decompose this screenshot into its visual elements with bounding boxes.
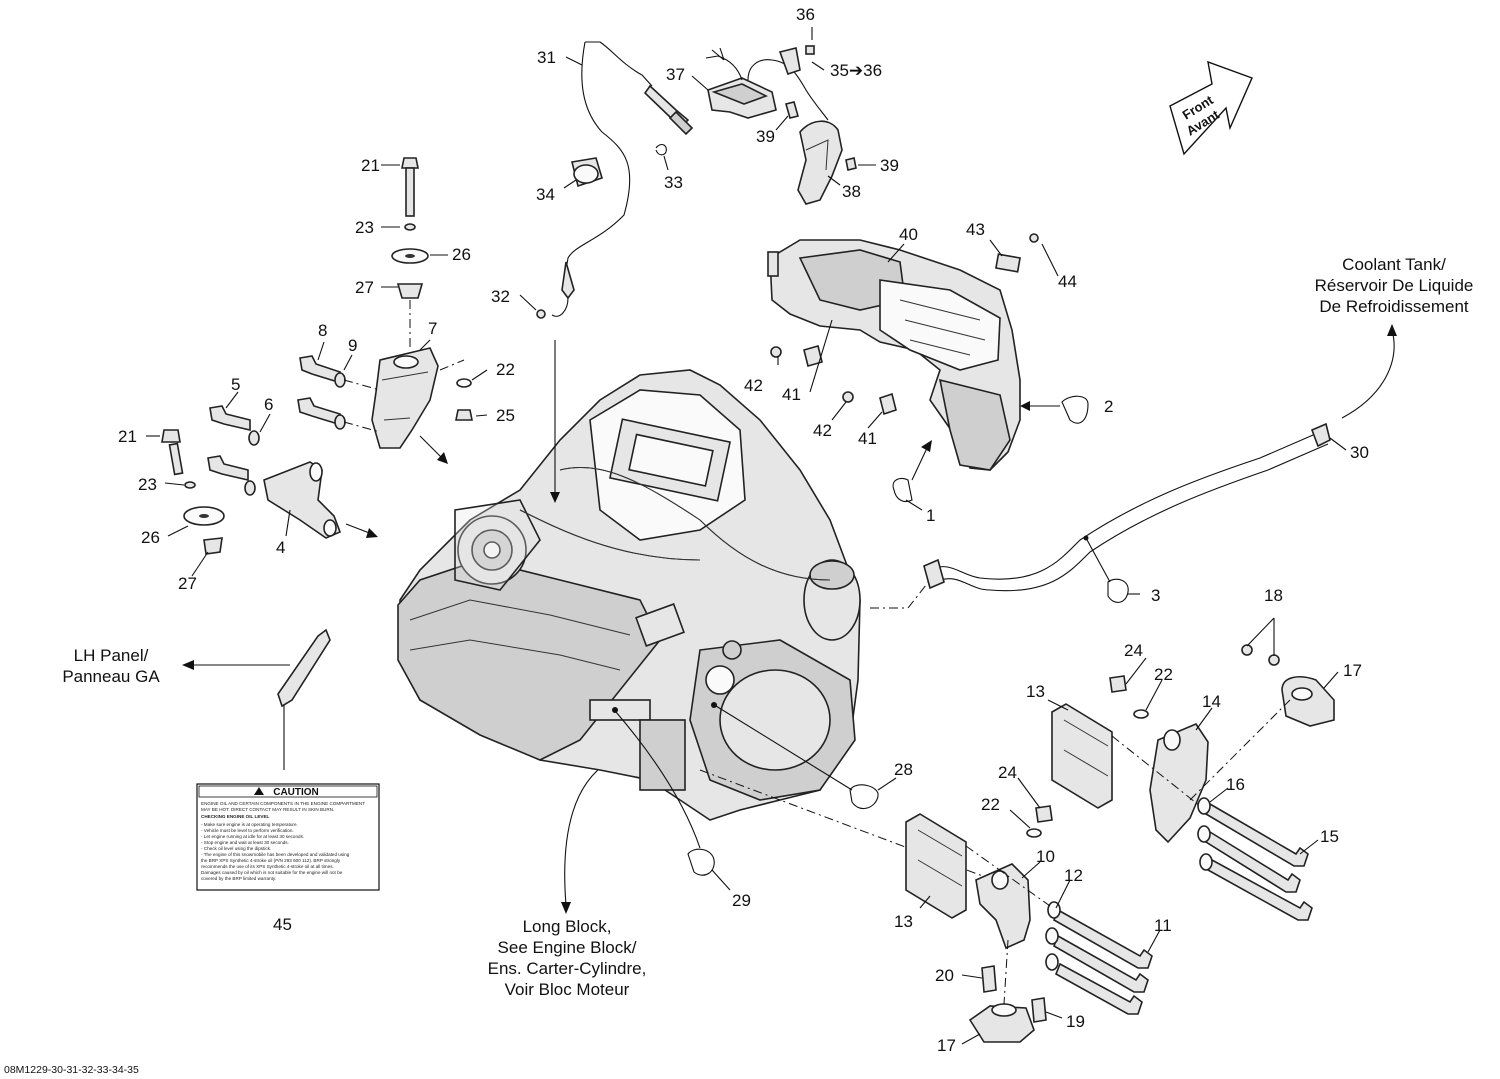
- callout-35-36: 35➔36: [830, 61, 882, 80]
- callout-19: 19: [1066, 1012, 1085, 1031]
- callout-29: 29: [732, 891, 751, 910]
- caution-line-10: the BRP XPS Synthetic 4-stroke oil (P/N …: [201, 858, 341, 863]
- callout-12: 12: [1064, 866, 1083, 885]
- callout-18: 18: [1264, 586, 1283, 605]
- callout-39-lower: 39: [880, 156, 899, 175]
- callout-37: 37: [666, 65, 685, 84]
- caution-line-7: - Stop engine and wait at least 30 secon…: [201, 840, 289, 845]
- callout-17-lower: 17: [937, 1036, 956, 1055]
- callout-13-lower: 13: [894, 912, 913, 931]
- callout-40: 40: [899, 225, 918, 244]
- callout-31: 31: [537, 48, 556, 67]
- caution-line-2: MAY BE HOT. DIRECT CONTACT MAY RESULT IN…: [201, 807, 334, 812]
- callout-23-upper: 23: [355, 218, 374, 237]
- caution-line-5: - Vehicle must be level to perform verif…: [201, 828, 294, 833]
- callout-4: 4: [276, 538, 285, 557]
- long-block-line-2: See Engine Block/: [498, 938, 637, 957]
- callout-42-lower: 42: [813, 421, 832, 440]
- callout-8: 8: [318, 321, 327, 340]
- callout-44: 44: [1058, 272, 1077, 291]
- caution-line-13: covered by the BRP limited warranty.: [201, 876, 276, 881]
- callout-22-lower: 22: [981, 795, 1000, 814]
- callout-33: 33: [664, 173, 683, 192]
- coolant-hose-group: [923, 422, 1331, 603]
- callout-13-upper: 13: [1026, 682, 1045, 701]
- caution-title: CAUTION: [273, 787, 319, 798]
- callout-11: 11: [1154, 916, 1172, 935]
- callout-36: 36: [796, 5, 815, 24]
- caution-line-6: - Let engine running at idle for at leas…: [201, 834, 304, 839]
- lh-panel-note: LH Panel/ Panneau GA: [62, 646, 290, 686]
- callout-21-upper: 21: [361, 156, 380, 175]
- callout-16: 16: [1226, 775, 1245, 794]
- callout-5: 5: [231, 375, 240, 394]
- lh-panel-line-2: Panneau GA: [62, 667, 160, 686]
- caution-line-1: ENGINE OIL AND CERTAIN COMPONENTS IN THE…: [201, 801, 365, 806]
- callout-22-left: 22: [496, 360, 515, 379]
- callout-7: 7: [428, 319, 437, 338]
- callout-10: 10: [1036, 847, 1055, 866]
- callout-2: 2: [1104, 397, 1113, 416]
- rear-bracket-group: [767, 233, 1089, 503]
- callout-27-upper: 27: [355, 278, 374, 297]
- callout-20: 20: [935, 966, 954, 985]
- callout-24-lower: 24: [998, 763, 1017, 782]
- callout-24-upper: 24: [1124, 641, 1143, 660]
- left-mount-group: [161, 157, 473, 555]
- callout-25: 25: [496, 406, 515, 425]
- callout-9: 9: [348, 336, 357, 355]
- coolant-tank-note: Coolant Tank/ Réservoir De Liquide De Re…: [1315, 255, 1474, 419]
- callout-15: 15: [1320, 827, 1339, 846]
- long-block-line-1: Long Block,: [523, 917, 612, 936]
- callout-41-upper: 41: [782, 385, 801, 404]
- caution-line-8: - Check oil level using the dipstick.: [201, 846, 271, 851]
- coolant-note-line-1: Coolant Tank/: [1342, 255, 1446, 274]
- callout-43: 43: [966, 220, 985, 239]
- callout-38: 38: [842, 182, 861, 201]
- caution-line-3: CHECKING ENGINE OIL LEVEL: [201, 814, 270, 819]
- lh-panel-strip: [277, 628, 331, 770]
- hose-clamps-lower: [612, 702, 879, 876]
- callout-23-lower: 23: [138, 475, 157, 494]
- callout-34: 34: [536, 185, 555, 204]
- coolant-note-line-2: Réservoir De Liquide: [1315, 276, 1474, 295]
- long-block-line-3: Ens. Carter-Cylindre,: [488, 959, 647, 978]
- caution-line-4: - Make sure engine is at operating tempe…: [201, 822, 298, 827]
- caution-label: CAUTION ENGINE OIL AND CERTAIN COMPONENT…: [196, 783, 380, 891]
- right-mount-group: [905, 617, 1335, 1043]
- callout-28: 28: [894, 760, 913, 779]
- callout-42-upper: 42: [744, 376, 763, 395]
- callout-21-lower: 21: [118, 427, 137, 446]
- callout-14: 14: [1202, 692, 1221, 711]
- callout-26-upper: 26: [452, 245, 471, 264]
- callout-3: 3: [1151, 586, 1160, 605]
- callout-39-upper: 39: [756, 127, 775, 146]
- long-block-note: Long Block, See Engine Block/ Ens. Carte…: [488, 759, 647, 999]
- coolant-note-line-3: De Refroidissement: [1319, 297, 1469, 316]
- callout-17-upper: 17: [1343, 661, 1362, 680]
- caution-line-9: - The engine of this snowmobile has been…: [201, 852, 350, 857]
- callout-6: 6: [264, 395, 273, 414]
- engine-assembly: [397, 369, 861, 821]
- caution-line-12: Damages caused by oil which is not suita…: [201, 870, 343, 875]
- oil-sensor-group: [536, 41, 694, 503]
- electronic-module-group: [705, 45, 857, 205]
- callout-41-lower: 41: [858, 429, 877, 448]
- callout-32: 32: [491, 287, 510, 306]
- callout-1: 1: [926, 506, 935, 525]
- front-direction-arrow: Front Avant: [1169, 60, 1253, 156]
- callouts: 21 23 26 27 8 9 7 22 25 5 6 21 23 26 4 2…: [118, 5, 1369, 1055]
- figure-reference: 08M1229-30-31-32-33-34-35: [4, 1064, 139, 1076]
- callout-26-lower: 26: [141, 528, 160, 547]
- long-block-line-4: Voir Bloc Moteur: [505, 980, 630, 999]
- callout-45: 45: [273, 915, 292, 934]
- caution-line-11: recommends the use of its XPS Synthetic …: [201, 864, 334, 869]
- lh-panel-line-1: LH Panel/: [74, 646, 149, 665]
- callout-30: 30: [1350, 443, 1369, 462]
- callout-22-upper: 22: [1154, 665, 1173, 684]
- callout-27-lower: 27: [178, 574, 197, 593]
